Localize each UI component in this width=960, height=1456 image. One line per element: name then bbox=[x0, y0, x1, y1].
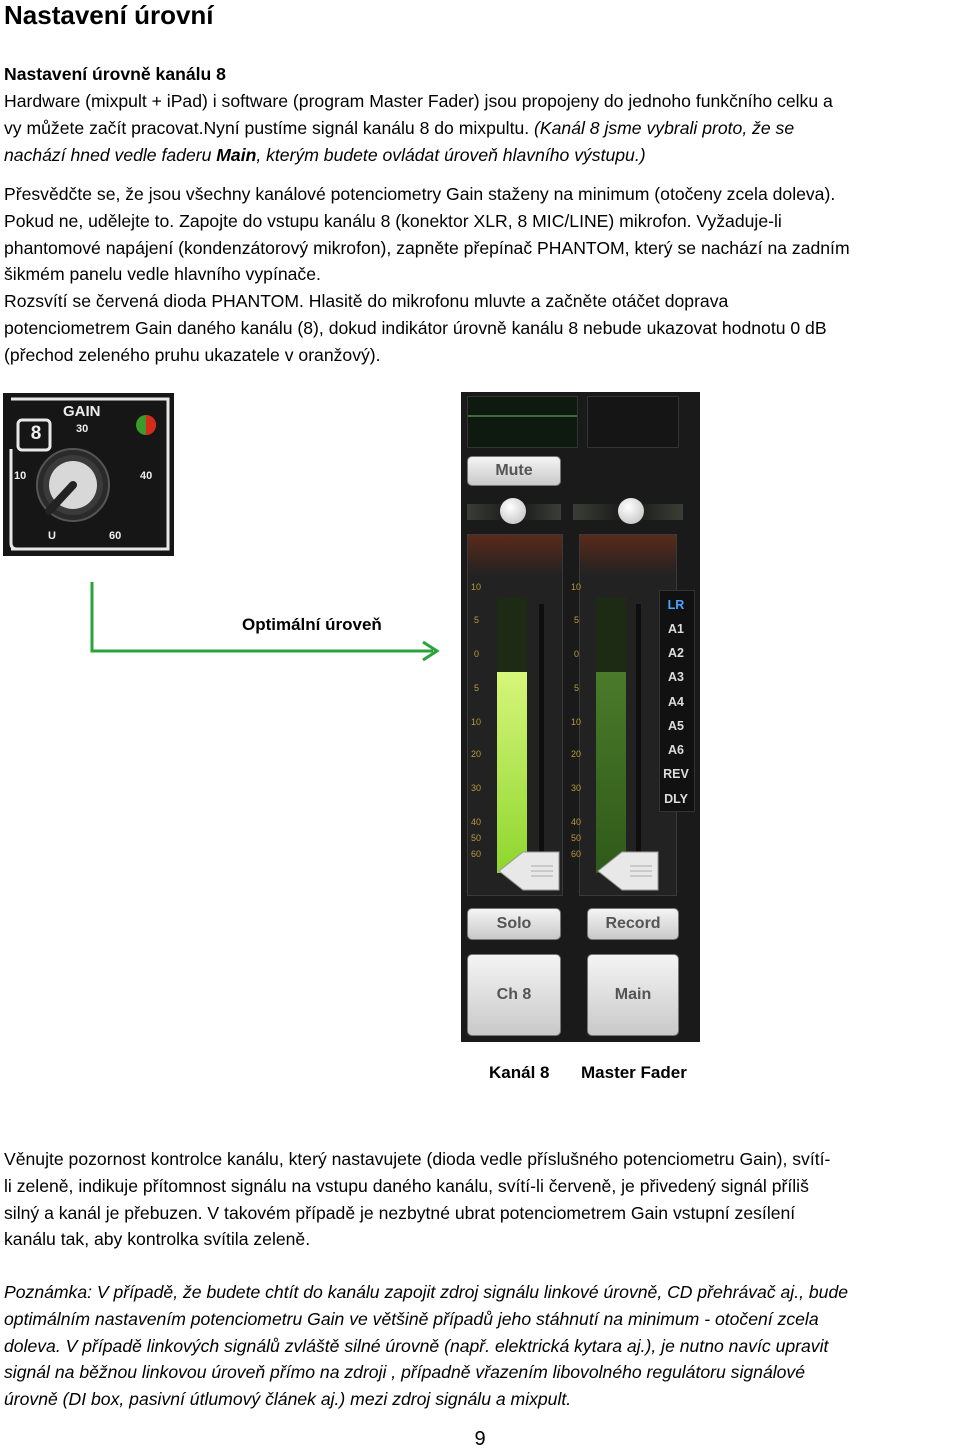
ch8-fader-cap[interactable] bbox=[497, 850, 561, 892]
intro-line: nachází hned vedle faderu Main, kterým b… bbox=[4, 142, 958, 169]
channel-number: 8 bbox=[30, 423, 42, 444]
note-line: Poznámka: V případě, že budete chtít do … bbox=[4, 1282, 849, 1302]
ch8-meter-fill bbox=[497, 671, 527, 873]
note-line: signál na běžnou linkovou úroveň přímo n… bbox=[4, 1362, 806, 1383]
led-info-line: silný a kanál je přebuzen. V takovém pří… bbox=[4, 1202, 796, 1223]
page-number: 9 bbox=[474, 1428, 486, 1450]
ch8-fader-track bbox=[539, 604, 544, 874]
channel-badge bbox=[16, 418, 52, 452]
mute-button[interactable]: Mute bbox=[467, 456, 561, 486]
main-meter-tick: 5 bbox=[574, 683, 580, 693]
gain-scale-40: 40 bbox=[140, 470, 153, 482]
ch8-lcd-line bbox=[468, 415, 577, 417]
gain-scale-u: U bbox=[48, 530, 56, 542]
note-line: optimálním nastavením potenciometru Gain… bbox=[4, 1308, 819, 1329]
signal-led-red bbox=[146, 415, 156, 435]
intro-text: vy můžete začít pracovat.Nyní pustíme si… bbox=[4, 117, 535, 138]
gain-knob-pointer bbox=[45, 481, 77, 515]
aux-item-a2[interactable]: A2 bbox=[668, 646, 684, 660]
ch8-select-button[interactable]: Ch 8 bbox=[467, 954, 561, 1036]
note-line: úrovně (DI box, pasivní útlumový článek … bbox=[4, 1389, 572, 1410]
main-meter-tick: 5 bbox=[574, 615, 580, 625]
gain-panel-image: GAIN 8 30 10 40 U 60 bbox=[3, 393, 174, 556]
page-heading: Nastavení úrovní bbox=[4, 0, 214, 30]
gain-scale-60: 60 bbox=[109, 530, 122, 542]
ch8-meter-tick: 40 bbox=[471, 817, 482, 827]
ch8-meter-tick: 10 bbox=[471, 582, 482, 592]
main-meter-tick: 20 bbox=[571, 749, 582, 759]
main-meter-tick: 10 bbox=[571, 717, 582, 727]
instruction-line: (přechod zeleného pruhu ukazatele v oran… bbox=[4, 344, 381, 365]
aux-item-rev[interactable]: REV bbox=[663, 767, 689, 781]
section-heading: Nastavení úrovně kanálu 8 bbox=[4, 64, 226, 84]
gain-scale-30: 30 bbox=[76, 423, 89, 435]
aux-item-a6[interactable]: A6 bbox=[668, 743, 684, 757]
ch8-meter-tick: 50 bbox=[471, 833, 482, 843]
main-lcd bbox=[587, 396, 679, 448]
ch8-meter-tick: 10 bbox=[471, 717, 482, 727]
ch8-meter-tick: 5 bbox=[474, 683, 480, 693]
main-fader-track bbox=[636, 604, 641, 874]
note-line: doleva. V případě linkových signálů zvlá… bbox=[4, 1335, 829, 1356]
main-meter-fill bbox=[596, 671, 626, 873]
caption-channel-8: Kanál 8 bbox=[489, 1063, 550, 1082]
main-meter-tick: 50 bbox=[571, 833, 582, 843]
ch8-meter-tick: 5 bbox=[474, 615, 480, 625]
instruction-line: Přesvědčte se, že jsou všechny kanálové … bbox=[4, 184, 836, 204]
ch8-clip-zone bbox=[468, 535, 562, 575]
intro-italic: nachází hned vedle faderu bbox=[4, 144, 217, 165]
main-meter-tick: 30 bbox=[571, 783, 582, 793]
intro-line: vy můžete začít pracovat.Nyní pustíme si… bbox=[4, 115, 958, 142]
gain-panel-graphic bbox=[9, 397, 170, 551]
main-meter-tick: 0 bbox=[574, 649, 580, 659]
paragraph-note: Poznámka: V případě, že budete chtít do … bbox=[4, 1279, 958, 1413]
main-meter-tick: 60 bbox=[571, 849, 582, 859]
main-fader-cap[interactable] bbox=[596, 850, 660, 892]
main-meter-tick: 40 bbox=[571, 817, 582, 827]
main-select-button[interactable]: Main bbox=[587, 954, 679, 1036]
led-info-line: li zeleně, indikuje přítomnost signálu n… bbox=[4, 1175, 809, 1196]
ch8-meter-tick: 0 bbox=[474, 649, 480, 659]
paragraph-instructions: Přesvědčte se, že jsou všechny kanálové … bbox=[4, 181, 958, 369]
intro-italic: (Kanál 8 jsme vybrali proto, že se bbox=[534, 117, 795, 138]
aux-list bbox=[659, 590, 695, 812]
paragraph-led-info: Věnujte pozornost kontrolce kanálu, kter… bbox=[4, 1146, 958, 1253]
instruction-line: Rozsvítí se červená dioda PHANTOM. Hlasi… bbox=[4, 291, 729, 312]
aux-item-lr[interactable]: LR bbox=[667, 598, 685, 612]
ch8-meter-tick: 20 bbox=[471, 749, 482, 759]
aux-item-a5[interactable]: A5 bbox=[668, 719, 684, 733]
aux-item-a4[interactable]: A4 bbox=[668, 695, 684, 709]
ch8-meter-tick: 60 bbox=[471, 849, 482, 859]
caption-master-fader: Master Fader bbox=[581, 1063, 687, 1082]
instruction-line: potenciometrem Gain daného kanálu (8), d… bbox=[4, 317, 827, 338]
led-info-line: Věnujte pozornost kontrolce kanálu, kter… bbox=[4, 1149, 831, 1169]
ch8-meter bbox=[497, 597, 527, 873]
aux-item-a3[interactable]: A3 bbox=[668, 670, 684, 684]
main-clip-zone bbox=[580, 535, 676, 575]
instruction-line: phantomové napájení (kondenzátorový mikr… bbox=[4, 237, 850, 258]
mixer-screenshot: Mute 10 5 0 5 10 20 30 40 50 60 10 5 0 5… bbox=[461, 392, 700, 1042]
instruction-line: šikmém panelu vedle hlavního vypínače. bbox=[4, 264, 321, 285]
gain-title: GAIN bbox=[63, 403, 101, 420]
intro-italic: , kterým budete ovládat úroveň hlavního … bbox=[256, 144, 646, 165]
paragraph-intro: Hardware (mixpult + iPad) i software (pr… bbox=[4, 88, 958, 168]
main-meter-tick: 10 bbox=[571, 582, 582, 592]
main-pan-knob[interactable] bbox=[618, 498, 644, 524]
aux-item-dly[interactable]: DLY bbox=[664, 792, 688, 806]
aux-item-a1[interactable]: A1 bbox=[668, 622, 684, 636]
instruction-line: Pokud ne, udělejte to. Zapojte do vstupu… bbox=[4, 210, 782, 231]
optimal-level-label: Optimální úroveň bbox=[242, 615, 382, 634]
intro-bold-main: Main bbox=[216, 144, 257, 165]
optimal-level-arrow bbox=[90, 582, 440, 662]
ch8-meter-tick: 30 bbox=[471, 783, 482, 793]
intro-line: Hardware (mixpult + iPad) i software (pr… bbox=[4, 91, 833, 111]
record-button[interactable]: Record bbox=[587, 908, 679, 940]
gain-scale-10: 10 bbox=[14, 470, 27, 482]
main-meter bbox=[596, 597, 626, 873]
led-info-line: kanálu tak, aby kontrolka svítila zeleně… bbox=[4, 1229, 311, 1250]
solo-button[interactable]: Solo bbox=[467, 908, 561, 940]
ch8-pan-knob[interactable] bbox=[500, 498, 526, 524]
ch8-lcd bbox=[467, 396, 578, 448]
